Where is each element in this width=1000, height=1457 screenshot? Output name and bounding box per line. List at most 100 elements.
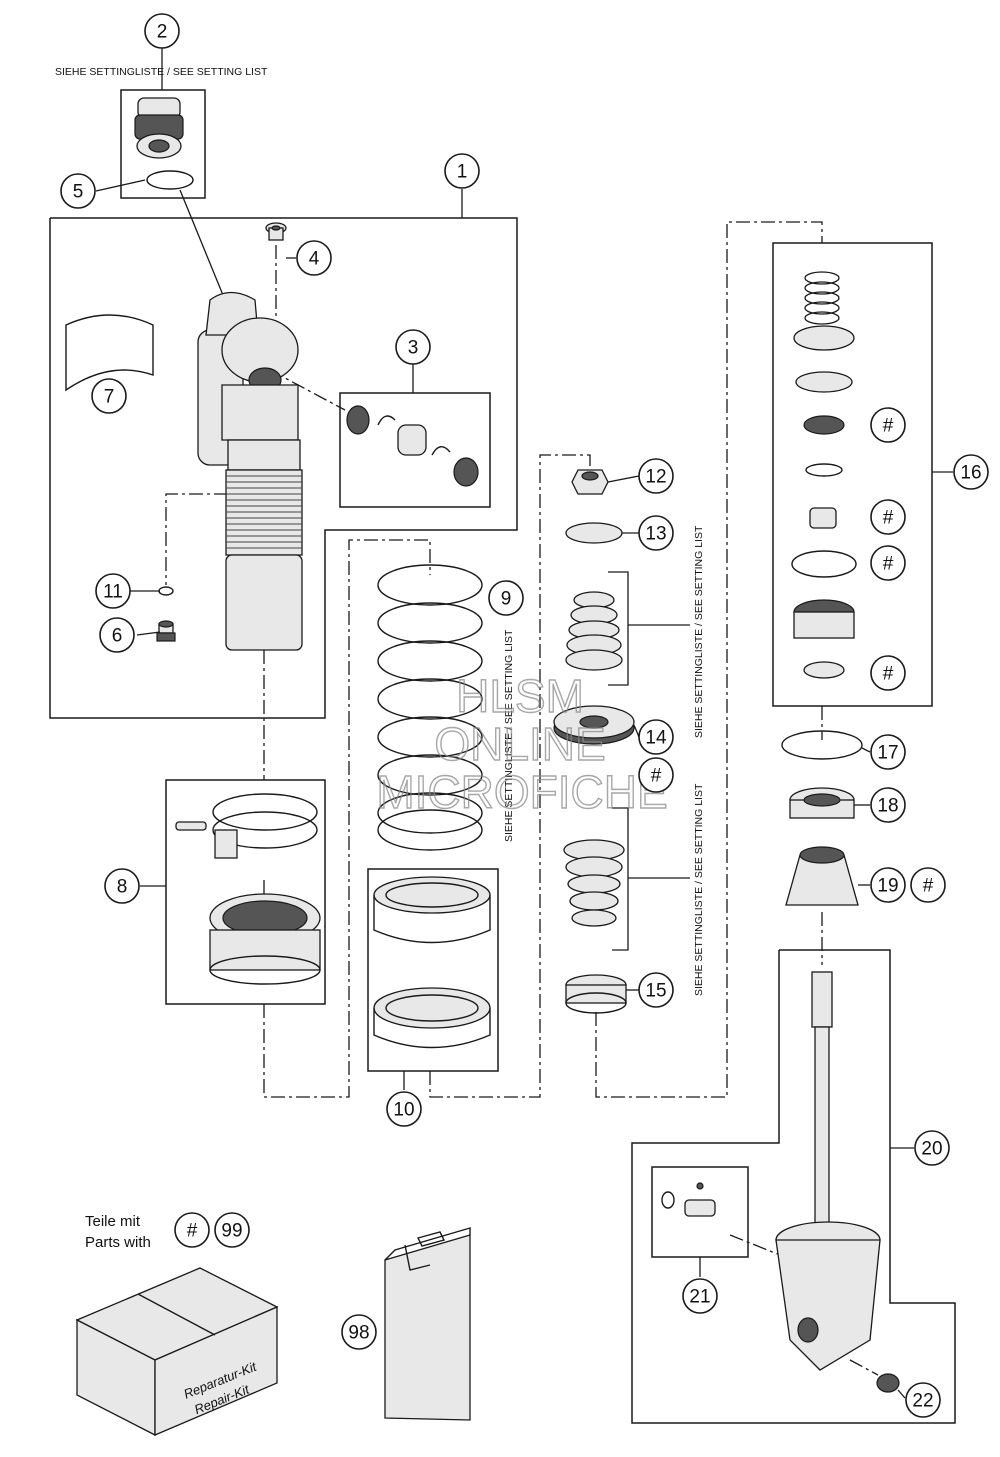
part-13-washer [565, 522, 623, 544]
callout-19[interactable]: 19 [870, 867, 906, 903]
hash-mark-16d-label: # [883, 664, 894, 685]
part-15-bushing [565, 974, 627, 1014]
callout-18-label: 18 [877, 796, 898, 817]
setting-list-note-spring: SIEHE SETTINGLISTE / SEE SETTING LIST [503, 629, 515, 842]
assembly-line-bleed [165, 493, 228, 585]
part-22-bushing [876, 1373, 900, 1393]
setting-list-note-lower-stack: SIEHE SETTINGLISTE / SEE SETTING LIST [693, 783, 705, 996]
callout-2[interactable]: 2 [144, 13, 180, 49]
callout-20-label: 20 [921, 1139, 942, 1160]
bracket-upper-stack [608, 571, 690, 686]
callout-14[interactable]: 14 [638, 719, 674, 755]
callout-10-label: 10 [393, 1100, 414, 1121]
callout-22[interactable]: 22 [905, 1382, 941, 1418]
group-box-1 [49, 217, 518, 719]
callout-11-label: 11 [103, 582, 123, 603]
callout-12-label: 12 [645, 467, 666, 488]
part-18-seal-head [789, 787, 855, 819]
callout-7[interactable]: 7 [91, 378, 127, 414]
hash-mark-16d: # [870, 655, 906, 691]
callout-7-label: 7 [104, 387, 115, 408]
hash-mark-16a-label: # [883, 416, 894, 437]
callout-3[interactable]: 3 [395, 329, 431, 365]
part-16-stack [791, 271, 857, 679]
callout-13-label: 13 [645, 524, 666, 545]
callout-14-label: 14 [645, 728, 667, 749]
callout-8[interactable]: 8 [104, 868, 140, 904]
callout-21[interactable]: 21 [682, 1278, 718, 1314]
callout-1[interactable]: 1 [444, 153, 480, 189]
part-21-adjuster-screw [661, 1182, 716, 1217]
group-box-16 [772, 242, 933, 707]
callout-18[interactable]: 18 [870, 787, 906, 823]
repair-kit-box [75, 1267, 279, 1437]
callout-11[interactable]: 11 [95, 573, 131, 609]
callout-3-label: 3 [408, 338, 419, 359]
watermark-line-1: HLSM [456, 670, 584, 722]
callout-17-label: 17 [877, 743, 898, 764]
setting-list-note-top: SIEHE SETTINGLISTE / SEE SETTING LIST [55, 66, 268, 78]
callout-99[interactable]: 99 [214, 1212, 250, 1248]
callout-98-label: 98 [348, 1323, 369, 1344]
hash-mark-19-label: # [923, 876, 934, 897]
group-box-2 [120, 89, 206, 199]
shim-stack-upper [565, 591, 623, 671]
callout-6[interactable]: 6 [99, 617, 135, 653]
part-11-seal-ring [158, 586, 174, 596]
part-10-spring-seats [373, 876, 491, 1049]
callout-17[interactable]: 17 [870, 734, 906, 770]
callout-99-label: 99 [221, 1221, 242, 1242]
part-1-shock-body [197, 291, 303, 651]
part-98-oil-can [384, 1227, 471, 1421]
callout-8-label: 8 [117, 877, 128, 898]
callout-22-label: 22 [912, 1391, 933, 1412]
assembly-line-route-1 [263, 539, 431, 1098]
part-5-o-ring [146, 170, 194, 190]
callout-5[interactable]: 5 [60, 173, 96, 209]
part-9-spring [377, 564, 483, 851]
part-7-sticker [65, 314, 154, 392]
hash-mark-16a: # [870, 407, 906, 443]
part-19-bump-stop [785, 846, 859, 906]
group-box-8 [165, 779, 326, 1005]
callout-19-label: 19 [877, 876, 898, 897]
callout-98[interactable]: 98 [341, 1314, 377, 1350]
callout-10[interactable]: 10 [386, 1091, 422, 1127]
part-2-adjuster [134, 97, 184, 159]
callout-21-label: 21 [689, 1287, 710, 1308]
hash-mark-19: # [910, 867, 946, 903]
bracket-lower-stack [612, 807, 690, 951]
group-box-3 [339, 392, 491, 508]
callout-13[interactable]: 13 [638, 515, 674, 551]
callout-6-label: 6 [112, 626, 123, 647]
assembly-line-eyelet [269, 369, 346, 411]
callout-16[interactable]: 16 [953, 454, 989, 490]
callout-2-label: 2 [157, 22, 168, 43]
watermark-line-2: ONLINE [434, 718, 605, 770]
callout-12[interactable]: 12 [638, 458, 674, 494]
part-4-bolt [265, 222, 287, 241]
group-box-20 [631, 949, 956, 1424]
parts-with-label-de: Teile mit [85, 1213, 141, 1230]
callout-4-label: 4 [309, 249, 320, 270]
hash-mark-parts-with-label: # [187, 1221, 198, 1242]
callout-15[interactable]: 15 [638, 972, 674, 1008]
callout-4[interactable]: 4 [296, 240, 332, 276]
assembly-line-route-2 [429, 454, 591, 1098]
setting-list-note-upper-stack: SIEHE SETTINGLISTE / SEE SETTING LIST [693, 525, 705, 738]
part-12-nut [571, 469, 609, 495]
hash-mark-parts-with: # [174, 1212, 210, 1248]
group-box-10 [367, 868, 499, 1072]
watermark-line-3: MICROFICHE [376, 766, 667, 818]
callout-15-label: 15 [645, 981, 666, 1002]
parts-with-label-en: Parts with [85, 1234, 151, 1251]
callout-9[interactable]: 9 [488, 580, 524, 616]
shim-stack-lower [563, 839, 625, 927]
hash-mark-16b: # [870, 499, 906, 535]
callout-5-label: 5 [73, 182, 84, 203]
callout-1-label: 1 [457, 162, 468, 183]
callout-20[interactable]: 20 [914, 1130, 950, 1166]
hash-mark-14-label: # [651, 766, 662, 787]
assembly-line-clevis-adjuster [729, 1234, 781, 1256]
